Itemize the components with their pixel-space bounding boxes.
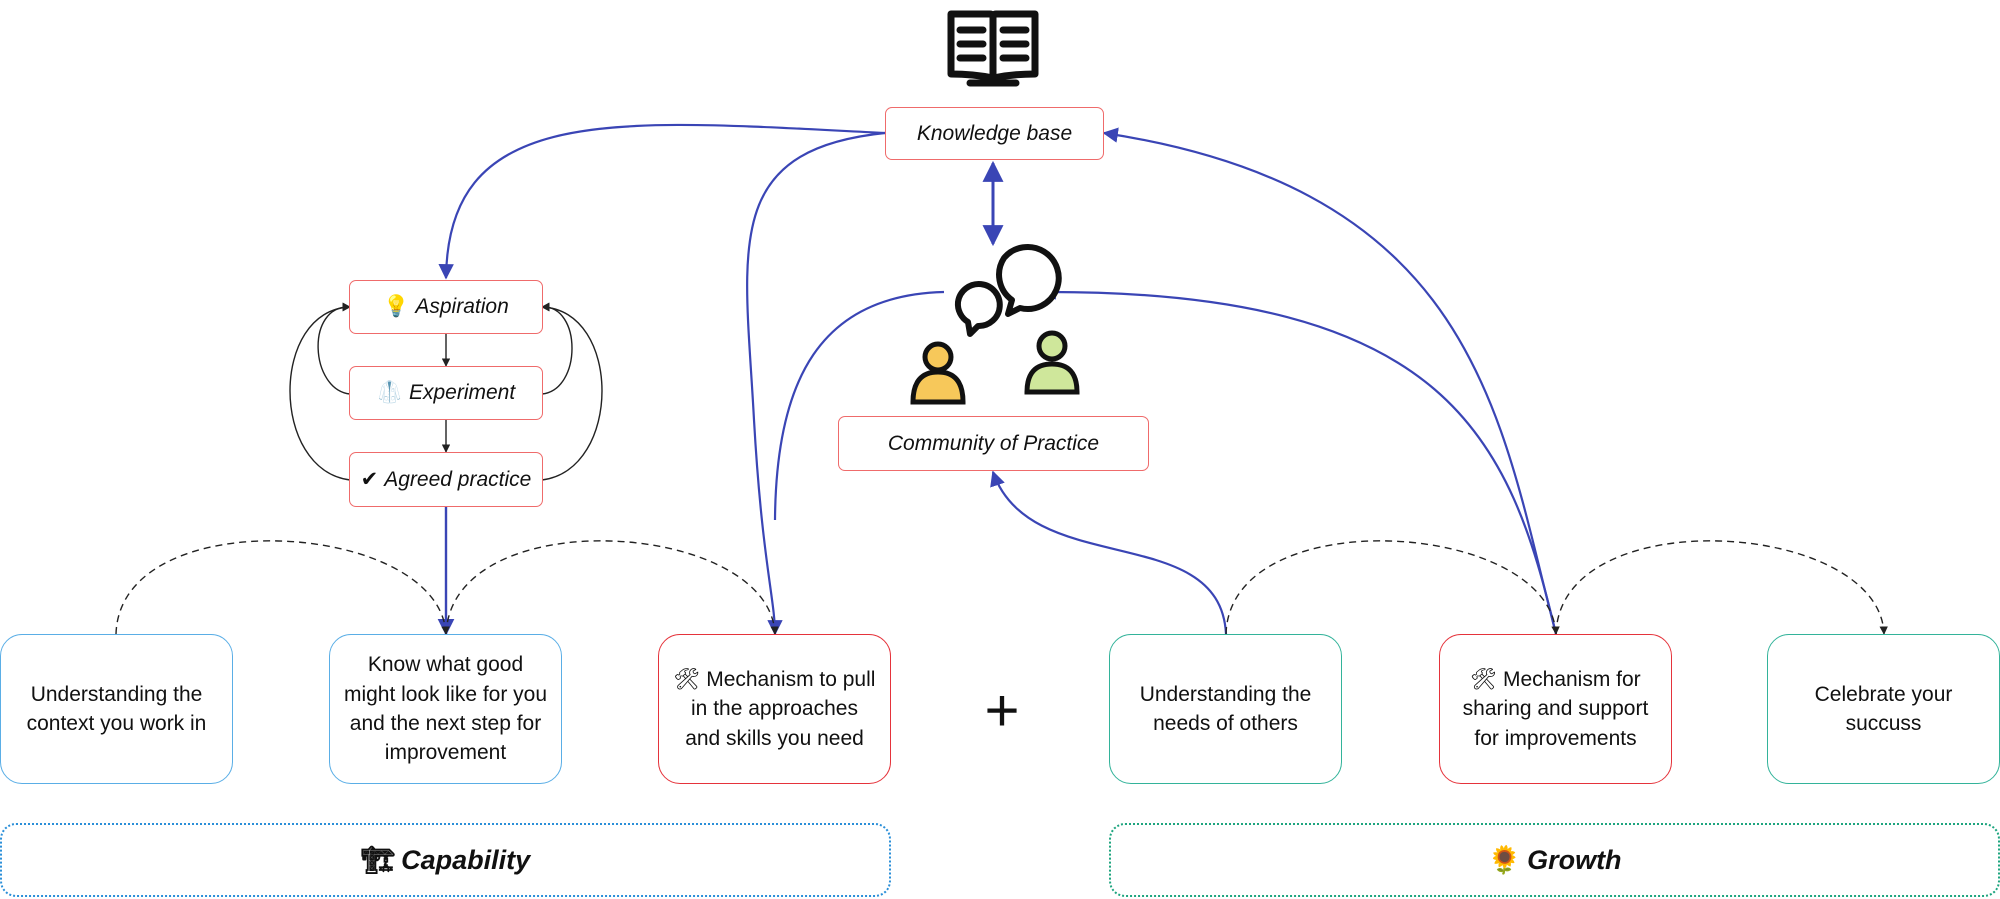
- card-understanding-needs: Understanding the needs of others: [1109, 634, 1342, 784]
- aspiration-label: Aspiration: [415, 295, 509, 318]
- chat-bubbles-icon: [954, 243, 1062, 337]
- link-needs-to-community: [990, 470, 1228, 635]
- community-of-practice-label: Community of Practice: [887, 431, 1100, 455]
- card-mechanism-share: 🛠Mechanism for sharing and support for i…: [1439, 634, 1672, 784]
- dashed-know-good-to-mechanism-pull: [445, 540, 779, 635]
- plus-symbol: +: [984, 676, 1020, 744]
- link-mechanism-share-to-community: [1040, 284, 1558, 635]
- card-understanding-context: Understanding the context you work in: [0, 634, 233, 784]
- tools-icon: 🛠: [1470, 667, 1497, 691]
- link-mechanism-share-to-knowledge: [1102, 127, 1558, 635]
- card-mechanism-pull-label: Mechanism to pull in the approaches and …: [685, 667, 876, 750]
- loop-experiment-to-aspiration-right: [541, 302, 573, 395]
- knowledge-base-node: Knowledge base: [885, 107, 1104, 160]
- card-mechanism-pull-text: 🛠Mechanism to pull in the approaches and…: [671, 665, 878, 753]
- dashed-needs-to-mechanism-share: [1225, 540, 1560, 635]
- card-understanding-needs-text: Understanding the needs of others: [1139, 682, 1312, 735]
- aspiration-node: 💡 Aspiration: [349, 280, 543, 334]
- card-mechanism-share-label: Mechanism for sharing and support for im…: [1462, 667, 1649, 750]
- card-understanding-context-text: Understanding the context you work in: [26, 682, 207, 735]
- dashed-mechanism-share-to-celebrate: [1555, 540, 1888, 635]
- card-know-what-good: Know what good might look like for you a…: [329, 634, 562, 784]
- link-community-to-mechanism-pull: [773, 290, 945, 521]
- lab-coat-icon: 🥼: [376, 381, 403, 404]
- tools-icon: 🛠: [673, 667, 701, 691]
- card-celebrate: Celebrate your succuss: [1767, 634, 2000, 784]
- dashed-context-to-know-good: [115, 540, 450, 635]
- capability-label: Capability: [401, 844, 531, 875]
- card-know-what-good-text: Know what good might look like for you a…: [343, 653, 548, 765]
- loop-agreed-to-aspiration-right: [541, 303, 603, 481]
- card-celebrate-text: Celebrate your succuss: [1814, 682, 1953, 735]
- lightbulb-icon: 💡: [383, 295, 410, 318]
- link-knowledge-to-aspiration: [438, 123, 886, 280]
- community-of-practice-node: Community of Practice: [838, 416, 1149, 471]
- crane-icon: 🏗: [360, 845, 396, 875]
- book-icon: [947, 10, 1039, 87]
- sunflower-icon: 🌻: [1487, 845, 1522, 875]
- agreed-practice-node: ✔ Agreed practice: [349, 452, 543, 507]
- card-mechanism-pull: 🛠Mechanism to pull in the approaches and…: [658, 634, 891, 784]
- loop-experiment-to-aspiration-left: [317, 302, 351, 395]
- knowledge-base-label: Knowledge base: [916, 121, 1073, 145]
- link-knowledge-to-mechanism-pull: [746, 131, 886, 636]
- people-icon: [910, 330, 1080, 405]
- growth-banner: 🌻 Growth: [1109, 823, 2000, 897]
- loop-agreed-to-aspiration-left: [289, 303, 351, 481]
- experiment-label: Experiment: [408, 381, 516, 404]
- capability-banner: 🏗 Capability: [0, 823, 891, 897]
- card-mechanism-share-text: 🛠Mechanism for sharing and support for i…: [1452, 665, 1659, 753]
- check-icon: ✔: [360, 468, 379, 491]
- experiment-node: 🥼 Experiment: [349, 366, 543, 420]
- growth-label: Growth: [1527, 844, 1622, 875]
- agreed-practice-label: Agreed practice: [384, 467, 532, 491]
